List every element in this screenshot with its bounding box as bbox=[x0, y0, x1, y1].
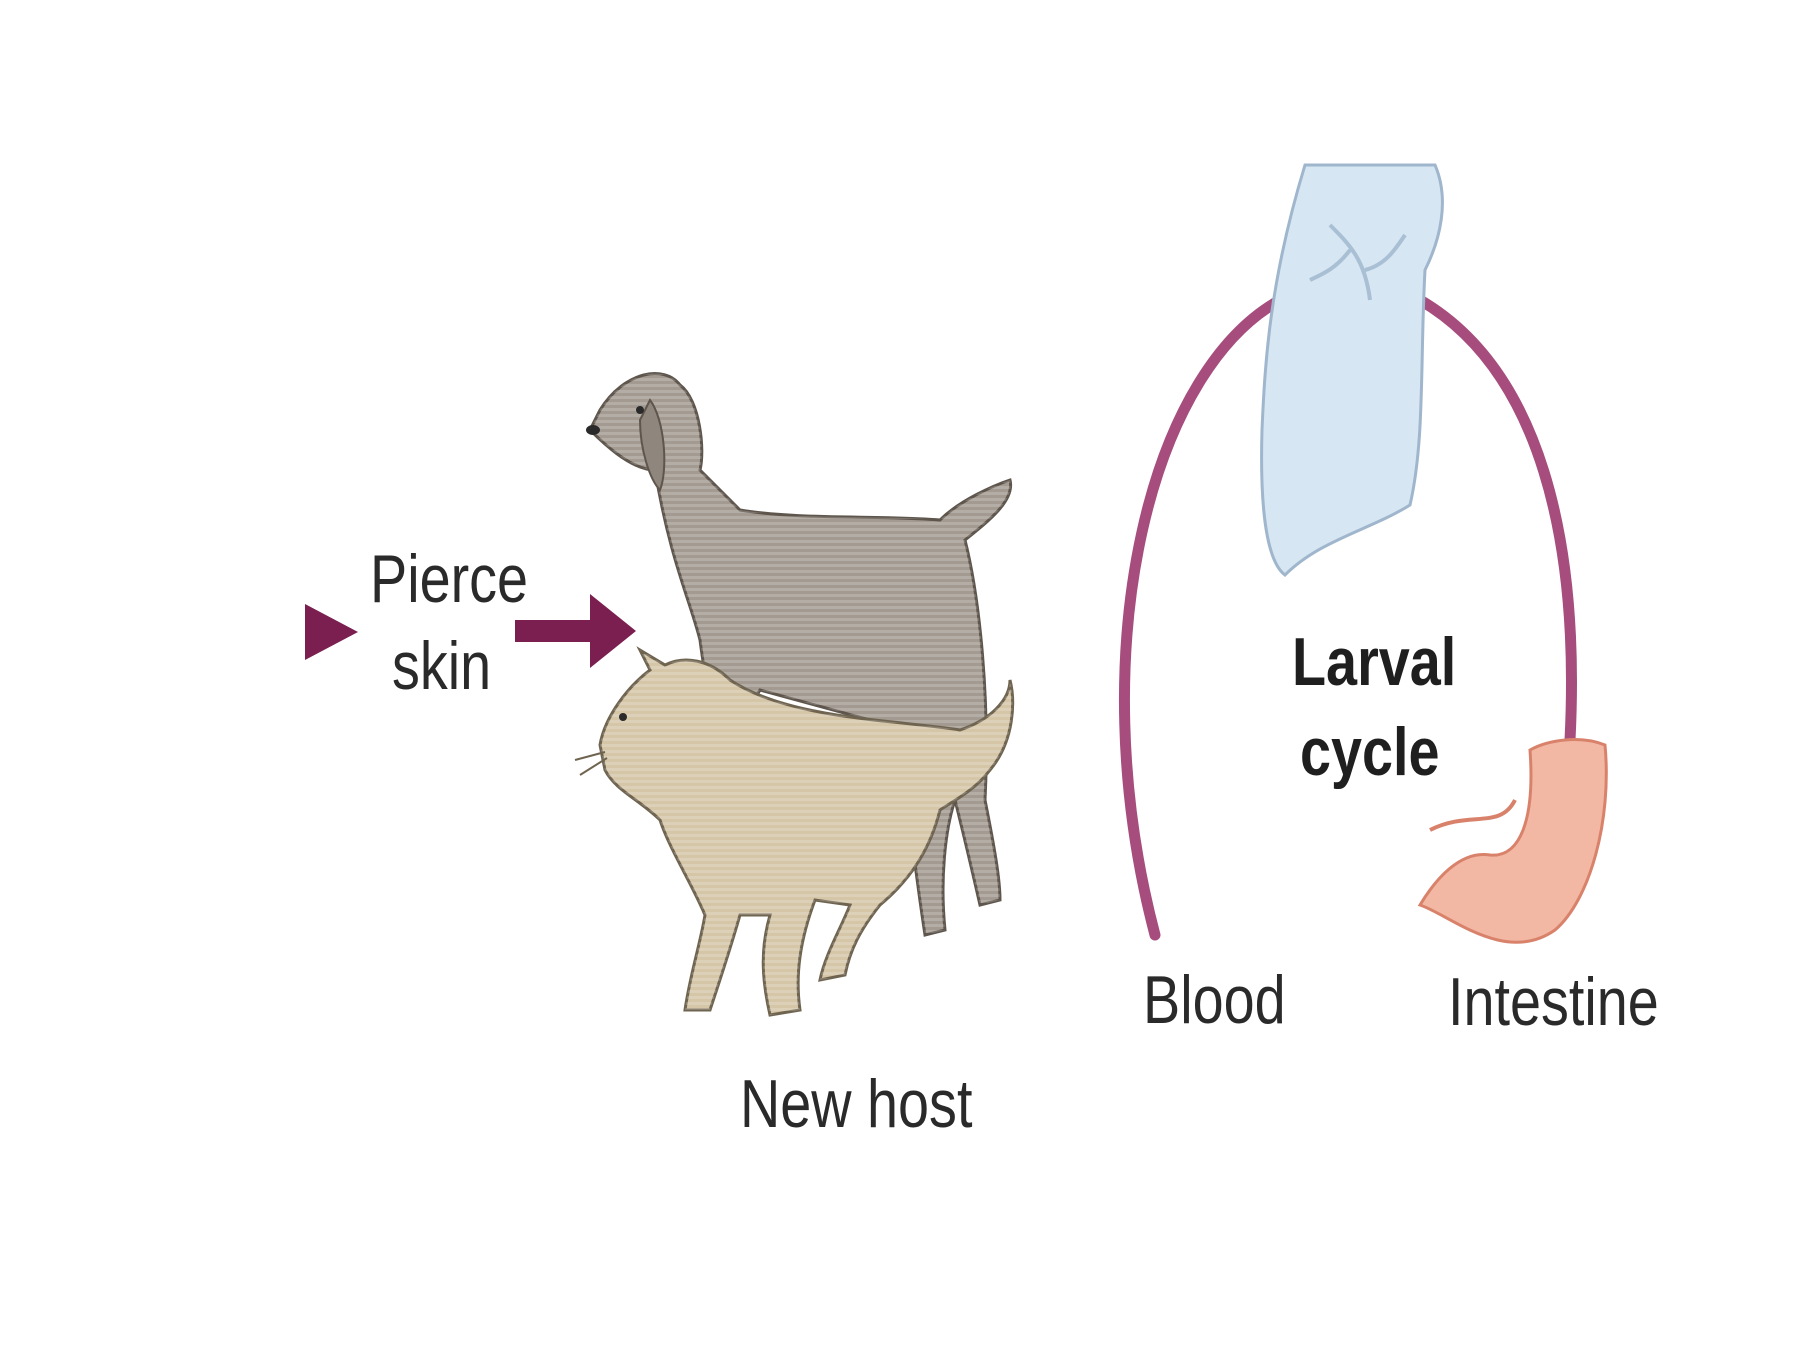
blood-label: Blood bbox=[1143, 962, 1286, 1038]
pierce-skin-label-line2: skin bbox=[392, 628, 492, 704]
pierce-skin-label-line1: Pierce bbox=[370, 541, 529, 617]
arrow-right-icon bbox=[515, 594, 636, 668]
new-host-label: New host bbox=[740, 1066, 973, 1142]
arrow-right-icon bbox=[305, 604, 358, 660]
larval-cycle-label-line2: cycle bbox=[1300, 714, 1440, 790]
larval-cycle-arc bbox=[1414, 294, 1577, 746]
intestine-icon bbox=[1417, 738, 1608, 944]
larval-cycle-arc bbox=[1118, 289, 1296, 941]
intestine-label: Intestine bbox=[1448, 964, 1659, 1040]
dog-icon bbox=[586, 372, 1013, 937]
lung-icon bbox=[1260, 163, 1444, 577]
larval-cycle-label-line1: Larval bbox=[1292, 624, 1457, 700]
cat-icon bbox=[574, 646, 1015, 1017]
